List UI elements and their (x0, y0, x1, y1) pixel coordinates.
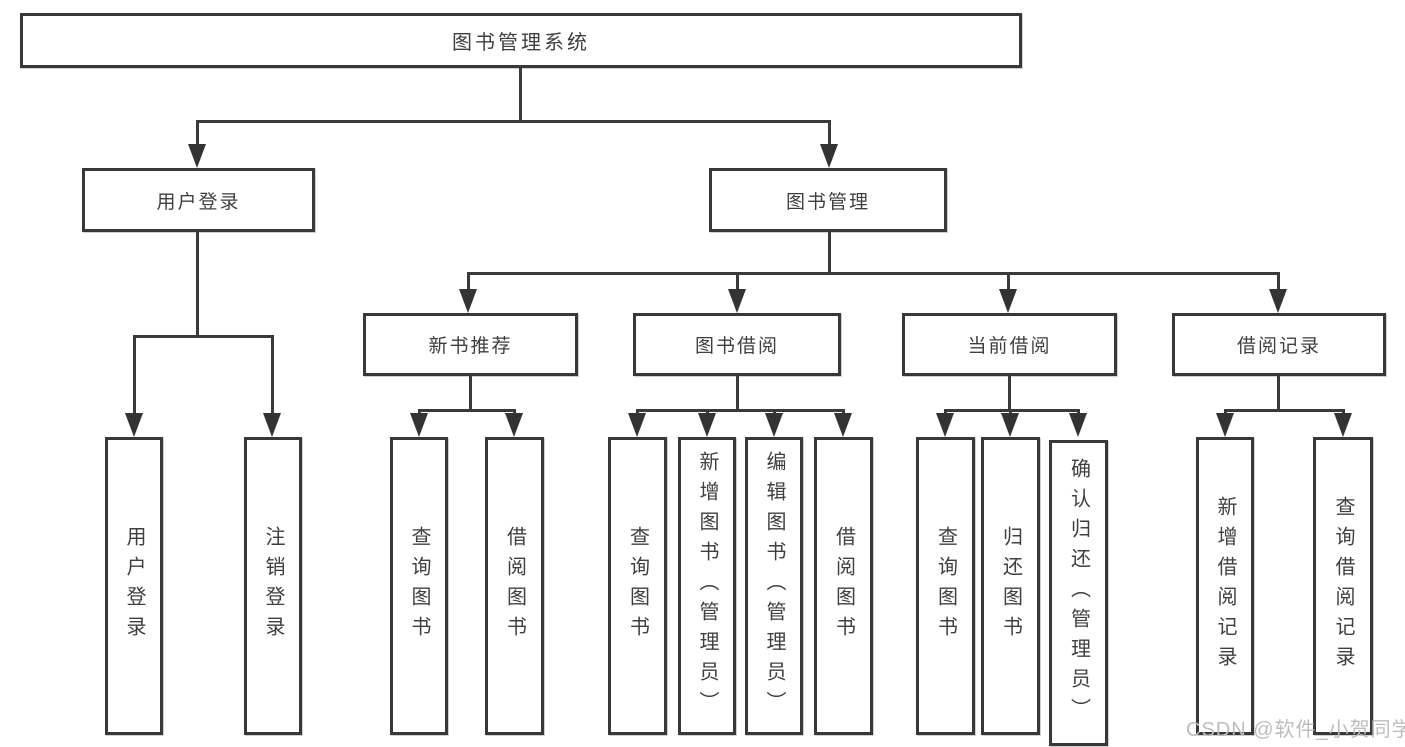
arrow-down-icon (820, 144, 838, 168)
leaf-query-borrow-record: 查询借阅记录 (1313, 437, 1373, 735)
arrow-down-icon (628, 413, 646, 437)
connector-new-books-bar (418, 409, 516, 412)
leaf-label: 确认归还（管理员） (1067, 458, 1090, 728)
leaf-label: 新增图书（管理员） (696, 451, 718, 721)
leaf-logout: 注销登录 (244, 437, 302, 735)
connector-current-stem (1008, 376, 1011, 409)
leaf-label: 查询图书 (626, 526, 649, 646)
connector-records-drop (1277, 272, 1280, 293)
leaf-label: 归还图书 (999, 526, 1022, 646)
node-book-management: 图书管理 (709, 168, 947, 232)
leaf-borrow-books: 借阅图书 (814, 437, 873, 735)
connector-book-mgmt-stem (828, 232, 831, 272)
arrow-down-icon (1069, 413, 1087, 437)
arrow-down-icon (505, 413, 523, 437)
leaf-borrow-books-recommend: 借阅图书 (485, 437, 544, 735)
arrow-down-icon (765, 413, 783, 437)
leaf-label: 借阅图书 (503, 526, 526, 646)
connector-records-bar (1224, 409, 1345, 412)
leaf-add-books-admin: 新增图书（管理员） (678, 437, 736, 735)
leaf-label: 用户登录 (123, 526, 145, 646)
connector-book-mgmt-drop (828, 120, 831, 148)
arrow-down-icon (834, 413, 852, 437)
connector-borrowing-stem (736, 376, 739, 409)
arrow-down-icon (188, 144, 206, 168)
connector-current-bar (944, 409, 1080, 412)
leaf-label: 查询借阅记录 (1332, 496, 1354, 676)
connector-new-books-drop (467, 272, 470, 293)
leaf-label: 查询图书 (934, 526, 957, 646)
leaf-query-books-current: 查询图书 (916, 437, 975, 735)
leaf-label: 编辑图书（管理员） (763, 451, 785, 721)
arrow-down-icon (1001, 413, 1019, 437)
arrow-down-icon (263, 413, 281, 437)
leaf-return-books: 归还图书 (981, 437, 1040, 735)
arrow-down-icon (698, 413, 716, 437)
connector-new-books-stem (469, 376, 472, 409)
connector-user-login-stem (196, 232, 199, 335)
connector-borrowing-bar (636, 409, 845, 412)
leaf-user-login: 用户登录 (105, 437, 163, 735)
connector-current-drop (1007, 272, 1010, 293)
node-book-borrowing: 图书借阅 (633, 313, 841, 376)
arrow-down-icon (1269, 289, 1287, 313)
connector-level3-bar (467, 272, 1280, 275)
arrow-down-icon (125, 413, 143, 437)
leaf-add-borrow-record: 新增借阅记录 (1196, 437, 1254, 735)
leaf-query-books-recommend: 查询图书 (390, 437, 448, 735)
arrow-down-icon (728, 289, 746, 313)
connector-records-stem (1277, 376, 1280, 409)
watermark: CSDN @软件_小贺同学 (1186, 719, 1405, 741)
node-new-book-recommend: 新书推荐 (363, 313, 578, 376)
leaf-confirm-return-admin: 确认归还（管理员） (1049, 440, 1108, 746)
arrow-down-icon (999, 289, 1017, 313)
leaf-label: 借阅图书 (832, 526, 855, 646)
connector-borrowing-drop (736, 272, 739, 293)
connector-level2-bar (196, 120, 831, 123)
leaf-edit-books-admin: 编辑图书（管理员） (745, 437, 803, 735)
arrow-down-icon (1216, 413, 1234, 437)
leaf-label: 新增借阅记录 (1214, 496, 1236, 676)
node-root: 图书管理系统 (20, 13, 1022, 68)
arrow-down-icon (1334, 413, 1352, 437)
connector-leaf-drop (133, 335, 136, 417)
arrow-down-icon (936, 413, 954, 437)
node-current-borrowing: 当前借阅 (902, 313, 1117, 376)
node-borrow-records: 借阅记录 (1172, 313, 1386, 376)
connector-user-login-drop (196, 120, 199, 148)
arrow-down-icon (410, 413, 428, 437)
node-user-login: 用户登录 (82, 168, 315, 232)
leaf-query-books-borrowing: 查询图书 (608, 437, 667, 735)
connector-root-stem (519, 68, 522, 120)
connector-leaf-drop (271, 335, 274, 417)
arrow-down-icon (459, 289, 477, 313)
leaf-label: 查询图书 (408, 526, 430, 646)
leaf-label: 注销登录 (262, 526, 284, 646)
connector-user-login-bar (133, 335, 274, 338)
